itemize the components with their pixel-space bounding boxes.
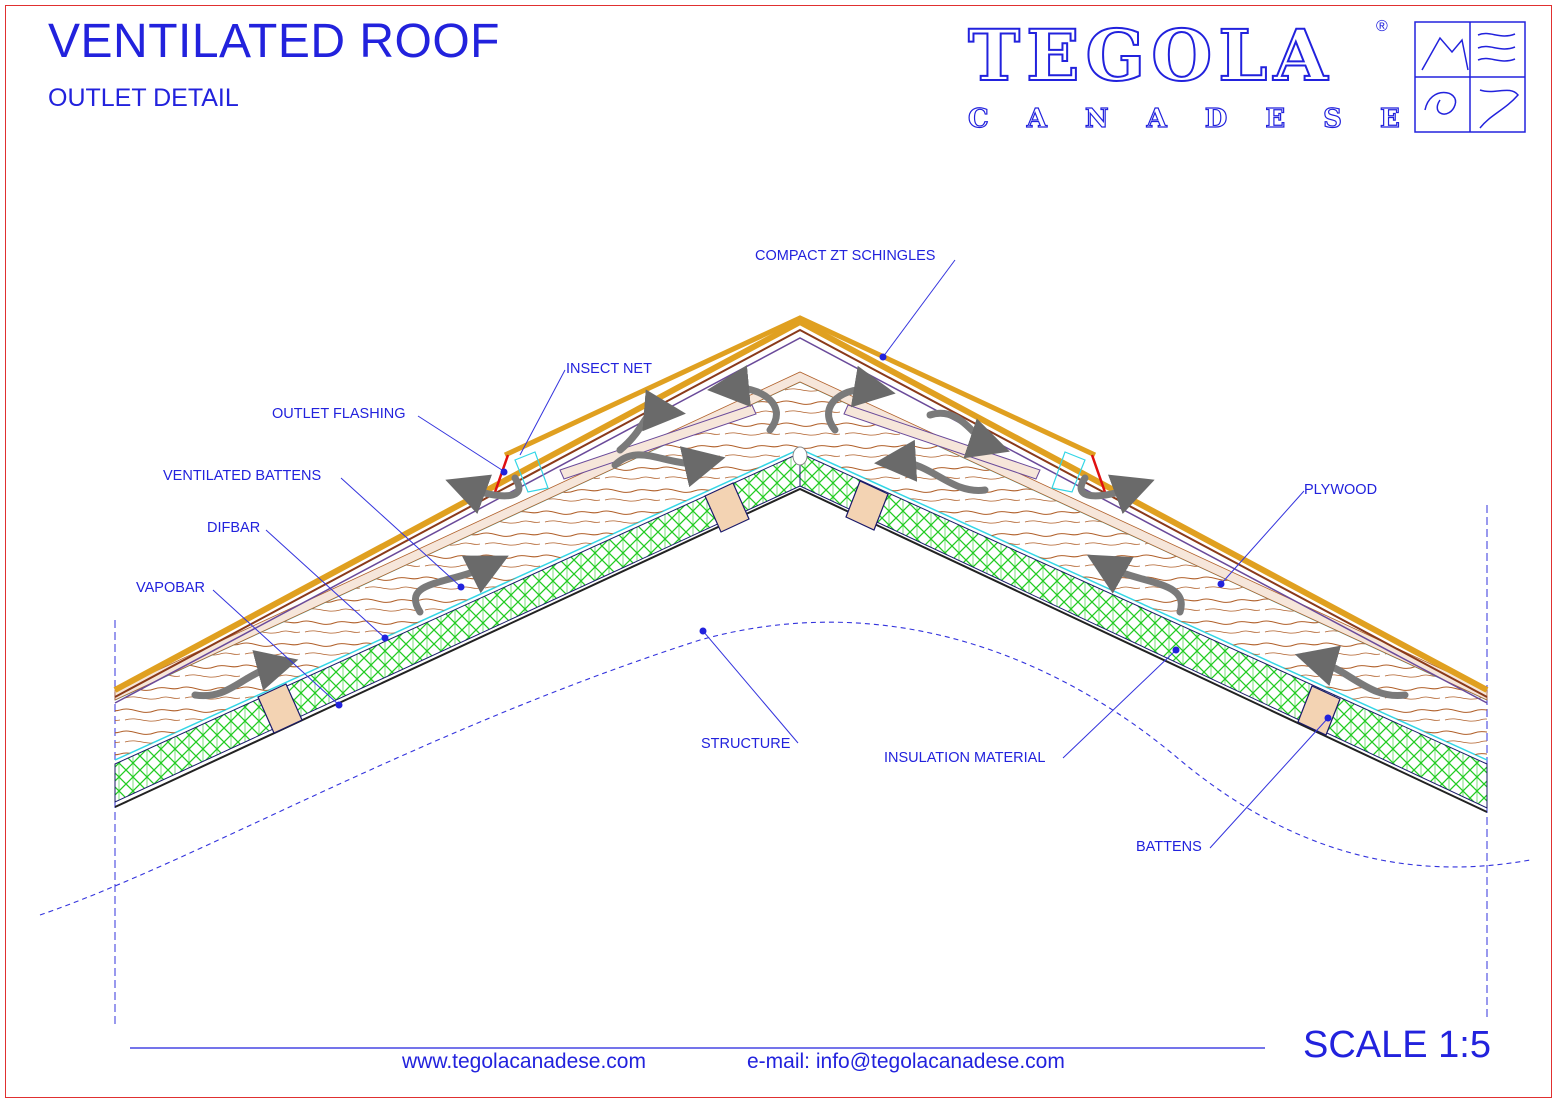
email-link[interactable]: e-mail: info@tegolacanadese.com	[747, 1050, 1065, 1073]
logo-registered: ®	[1376, 18, 1388, 35]
website-link[interactable]: www.tegolacanadese.com	[402, 1050, 646, 1073]
logo-sub: CANADESE	[967, 103, 1438, 134]
label-vapobar: VAPOBAR	[136, 580, 206, 596]
label-compact-shingles: COMPACT ZT SCHINGLES	[755, 248, 936, 264]
outlet-flashing-right	[1090, 454, 1108, 496]
label-insect-net: INSECT NET	[566, 361, 652, 377]
air-layer-right	[800, 382, 1487, 760]
drawing-border	[5, 5, 1552, 1098]
air-layer-left	[115, 382, 800, 760]
page-title: VENTILATED ROOF	[48, 15, 500, 68]
page-subtitle: OUTLET DETAIL	[48, 84, 239, 112]
label-outlet-flashing: OUTLET FLASHING	[272, 406, 406, 422]
logo-emblem	[1414, 21, 1526, 133]
structure-curve	[39, 621, 1531, 916]
label-battens: BATTENS	[1136, 839, 1202, 855]
label-plywood: PLYWOOD	[1304, 482, 1378, 498]
label-structure: STRUCTURE	[701, 736, 791, 752]
airflow-arrows	[191, 365, 1409, 700]
shingles	[113, 318, 1489, 693]
outlet-flashing-left	[492, 454, 510, 496]
label-difbar: DIFBAR	[207, 520, 261, 536]
label-ventilated-battens: VENTILATED BATTENS	[163, 468, 322, 484]
scale-label: SCALE 1:5	[1303, 1024, 1491, 1066]
logo-brand: TEGOLA	[967, 13, 1334, 98]
label-insulation-material: INSULATION MATERIAL	[884, 750, 1046, 766]
